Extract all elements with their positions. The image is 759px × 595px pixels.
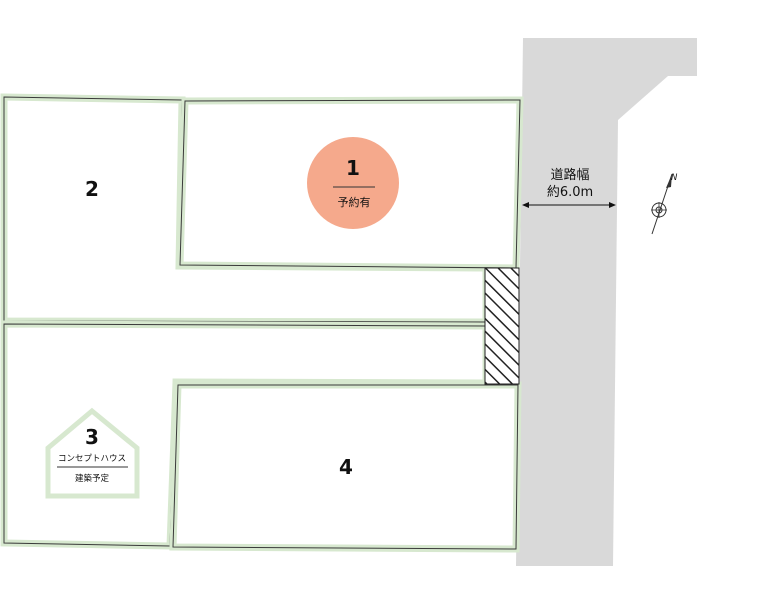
road-width-label: 道路幅	[550, 167, 589, 183]
lot-4-number: 4	[339, 455, 353, 479]
lot-1-status: 予約有	[338, 195, 371, 209]
lot-3-number: 3	[85, 425, 99, 449]
lot-3-tag: コンセプトハウス	[58, 454, 126, 464]
road-width-value: 約6.0m	[547, 185, 593, 200]
lot-1-badge: 1 予約有	[307, 137, 399, 229]
hatched-access-strip	[484, 267, 520, 385]
lot-3-note: 建築予定	[75, 473, 110, 484]
lot-2-number: 2	[85, 177, 99, 201]
lot-1-number: 1	[346, 156, 360, 180]
north-arrow-icon: N	[651, 173, 678, 235]
lot-3-concept-house-label: 3 コンセプトハウス 建築予定	[45, 407, 140, 499]
road-area	[516, 38, 697, 566]
road-width-dimension: 道路幅 約6.0m	[522, 167, 616, 208]
north-label: N	[671, 173, 678, 183]
house-shape-icon	[45, 407, 140, 499]
